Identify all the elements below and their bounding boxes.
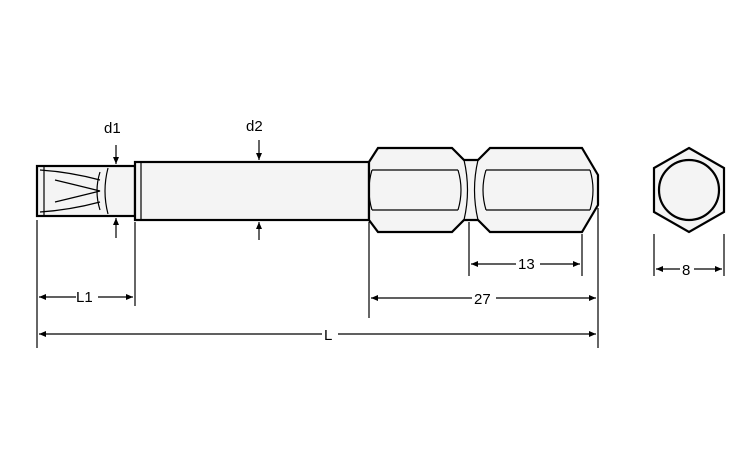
dimension-L: L [39, 327, 596, 344]
label-13: 13 [518, 256, 535, 273]
dimension-27: 27 [371, 291, 596, 308]
dimension-d1: d1 [104, 120, 121, 238]
dimension-8: 8 [656, 262, 722, 279]
label-27: 27 [474, 291, 491, 308]
label-L: L [324, 327, 332, 344]
label-8: 8 [682, 262, 690, 279]
dimension-L1: L1 [39, 289, 133, 306]
hex-end-view [652, 146, 726, 234]
label-d2: d2 [246, 118, 263, 135]
dimension-13: 13 [471, 256, 580, 273]
dimension-d2: d2 [246, 118, 263, 240]
hex-body [367, 146, 600, 234]
label-L1: L1 [76, 289, 93, 306]
label-d1: d1 [104, 120, 121, 137]
shank [133, 160, 371, 222]
torx-tip [35, 164, 137, 218]
extension-lines [36, 208, 725, 348]
